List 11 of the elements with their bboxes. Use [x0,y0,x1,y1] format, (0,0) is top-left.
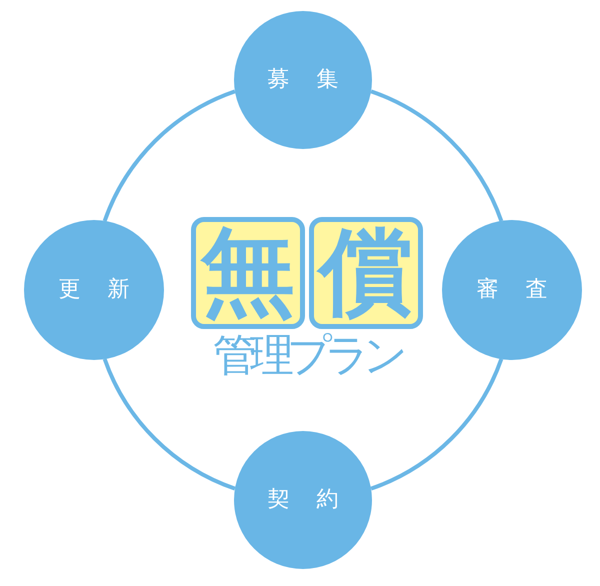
ring-arc [370,90,504,222]
step-circle: 更新 [24,220,164,360]
ring-arc [370,358,504,490]
ring-arc [102,90,236,222]
step-circle: 審査 [442,220,582,360]
title-tile: 無 [191,217,305,329]
subtitle: 管理プラン [213,334,401,378]
step-circle: 契約 [234,431,372,569]
title-tile: 償 [309,217,423,329]
ring-arc [102,358,236,490]
step-circle: 募集 [234,11,372,149]
